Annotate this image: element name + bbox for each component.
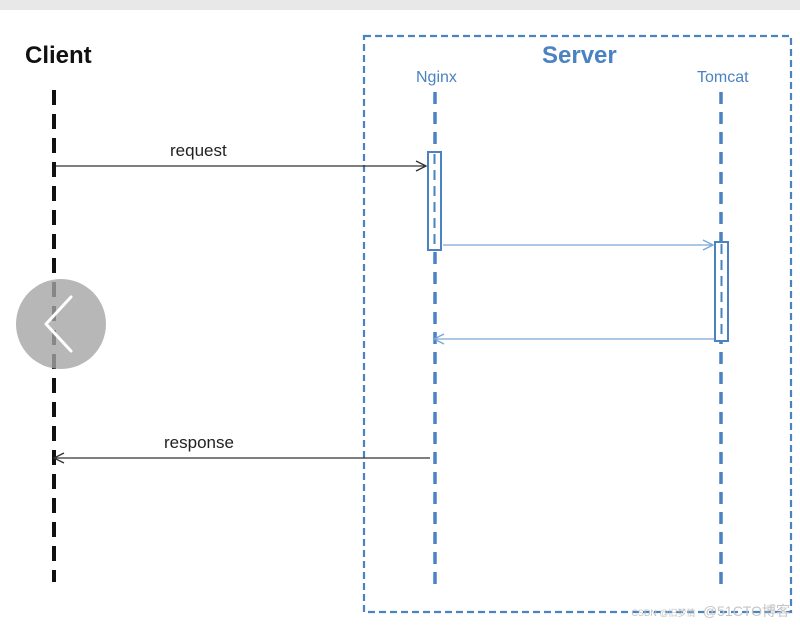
request-label: request bbox=[170, 141, 227, 160]
tomcat-label: Tomcat bbox=[697, 69, 749, 86]
watermark: CSDN @旧梦情 @51CTO博客 bbox=[631, 601, 790, 621]
tomcat-activation-box bbox=[714, 241, 729, 342]
server-boundary bbox=[362, 34, 793, 614]
server-label: Server bbox=[542, 42, 617, 69]
client-label: Client bbox=[25, 42, 92, 69]
nginx-activation-box bbox=[427, 151, 442, 251]
watermark-csdn: CSDN @旧梦情 bbox=[631, 608, 696, 618]
chevron-left-icon bbox=[44, 295, 73, 353]
watermark-51cto: @51CTO博客 bbox=[702, 603, 790, 619]
response-label: response bbox=[164, 433, 234, 452]
top-bar bbox=[0, 0, 800, 10]
nginx-label: Nginx bbox=[416, 69, 457, 86]
previous-button[interactable] bbox=[16, 279, 106, 369]
